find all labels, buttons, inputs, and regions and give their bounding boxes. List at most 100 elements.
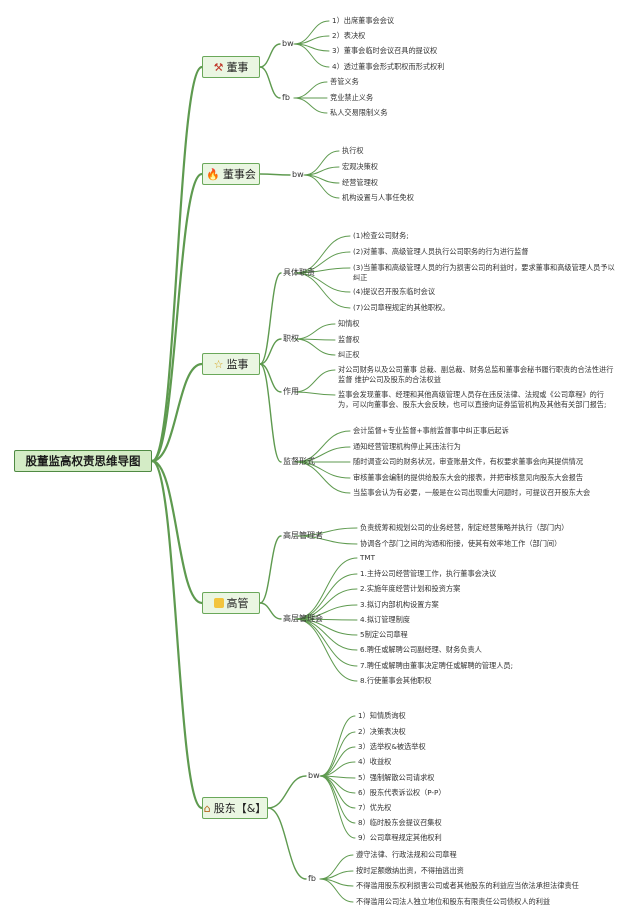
gaoguan-gaocenghui-item: 2.实施年度经营计划和投资方案 xyxy=(360,584,461,593)
gaoguan-gaoceng-label: 高层管理者 xyxy=(283,531,323,540)
node-dongshi: ⚒ 董事 xyxy=(202,56,260,78)
sun-icon xyxy=(213,598,224,608)
gaoguan-gaocenghui-item: 7.聘任或解聘由董事决定聘任或解聘的管理人员; xyxy=(360,661,514,670)
dongshi-fb-item: 竞业禁止义务 xyxy=(330,93,374,102)
connector-line xyxy=(294,369,336,393)
jianshi-zhize-item: (2)对董事、高级管理人员执行公司职务的行为进行监督 xyxy=(353,247,529,256)
node-dongshihui-label: 董事会 xyxy=(222,168,256,181)
connector-line xyxy=(294,618,358,667)
connector-line xyxy=(293,81,328,99)
dongshihui-bw-item: 经营管理权 xyxy=(342,178,378,187)
connector-line xyxy=(294,461,351,494)
gaoguan-gaocenghui-item: 4.拟订管理制度 xyxy=(360,615,410,624)
gudong-bw-item: 6）股东代表诉讼权（P-P） xyxy=(358,788,446,797)
gaoguan-gaocenghui-item: 3.拟订内部机构设置方案 xyxy=(360,600,439,609)
gaoguan-gaoceng-item: 负责统筹和规划公司的业务经营，制定经营策略并执行（部门内） xyxy=(360,523,569,532)
node-gaoguan: 高管 xyxy=(202,592,260,614)
gudong-bw-item: 2）决策表决权 xyxy=(358,727,406,736)
connector-line xyxy=(267,807,307,880)
jianshi-jiandu-label: 监督形式 xyxy=(283,457,315,466)
connector-line xyxy=(319,775,356,839)
connector-line xyxy=(319,878,354,903)
gudong-bw-item: 8）临时股东会提议召集权 xyxy=(358,818,442,827)
jianshi-zuoyong-item: 监事会发现董事、经理和其他高级管理人员存在违反法律、法规或《公司章程》的行为，可… xyxy=(338,390,607,409)
gaoguan-gaocenghui-item: 6.聘任或解聘公司副经理、财务负责人 xyxy=(360,645,482,654)
dongshi-bw-item: 4）透过董事会形式职权而形式权利 xyxy=(332,62,445,71)
connector-line xyxy=(294,557,358,620)
connector-line xyxy=(259,66,281,99)
node-gudong-label: 股东【&】 xyxy=(213,802,267,815)
gudong-bw-label: bw xyxy=(308,771,320,780)
connector-line xyxy=(294,573,358,620)
jianshi-zuoyong-label: 作用 xyxy=(283,387,299,396)
connector-line xyxy=(303,174,340,199)
gudong-bw-item: 5）强制解散公司请求权 xyxy=(358,773,435,782)
gudong-bw-item: 7）优先权 xyxy=(358,803,392,812)
gaoguan-gaocenghui-item: TMT xyxy=(360,553,375,562)
jianshi-zhiquan-item: 监督权 xyxy=(338,335,360,344)
connector-line xyxy=(259,338,282,365)
jianshi-jiandu-item: 当监事会认为有必要，一般是在公司出现重大问题时，可提议召开股东大会 xyxy=(353,488,591,497)
dongshi-bw-item: 3）董事会临时会议召具的提议权 xyxy=(332,46,438,55)
jianshi-jiandu-item: 随时调查公司的财务状况，审查账册文件，有权要求董事会向其提供情况 xyxy=(353,457,584,466)
jianshi-jiandu-item: 会计监督+专业监督+事前监督事中纠正事后起诉 xyxy=(353,426,509,435)
hammer-icon: ⚒ xyxy=(213,60,224,74)
gudong-bw-item: 3）选举权&被选举权 xyxy=(358,742,426,751)
dongshi-fb-item: 善管义务 xyxy=(330,77,359,86)
star-icon: ☆ xyxy=(213,357,224,371)
node-gaoguan-label: 高管 xyxy=(226,597,249,610)
node-jianshi-label: 监事 xyxy=(226,358,249,371)
connector-line xyxy=(319,775,356,824)
dongshihui-bw-item: 机构设置与人事任免权 xyxy=(342,193,414,202)
jianshi-jiandu-item: 审核董事会编制的提供给股东大会的报表，并把审核意见向股东大会报告 xyxy=(353,473,584,482)
gudong-fb-item: 不得滥用公司法人独立地位和股东有限责任公司债权人的利益 xyxy=(356,897,551,906)
gudong-bw-item: 9）公司章程规定其他权利 xyxy=(358,833,442,842)
dongshihui-bw-item: 执行权 xyxy=(342,146,364,155)
connector-line xyxy=(319,746,356,777)
connector-line xyxy=(293,43,330,68)
node-gudong: ⌂ 股东【&】 xyxy=(202,797,268,819)
gudong-fb-item: 不得滥用股东权利损害公司或者其他股东的利益应当依法承担法律责任 xyxy=(356,881,579,890)
jianshi-zhiquan-item: 知情权 xyxy=(338,319,360,328)
root-title: 股董监高权责思维导图 xyxy=(25,454,141,468)
jianshi-jiandu-item: 通知经营管理机构停止其违法行为 xyxy=(353,442,461,451)
dongshihui-bw-label: bw xyxy=(292,170,304,179)
gaoguan-gaocenghui-item: 1.主持公司经营管理工作，执行董事会决议 xyxy=(360,569,497,578)
jianshi-zhiquan-label: 职权 xyxy=(283,334,299,343)
dongshi-fb-item: 私人交易限制义务 xyxy=(330,108,388,117)
connector-line xyxy=(293,20,330,45)
connector-line xyxy=(150,362,204,463)
gaoguan-gaocenghui-item: 5制定公司章程 xyxy=(360,630,408,639)
dongshi-bw-item: 2）表决权 xyxy=(332,31,366,40)
dongshi-bw-item: 1）出席董事会会议 xyxy=(332,16,395,25)
connector-line xyxy=(150,65,204,463)
gaoguan-gaocenghui-item: 8.行使董事会其他职权 xyxy=(360,676,432,685)
connector-line xyxy=(259,363,282,463)
jianshi-zhize-label: 具体职责 xyxy=(283,268,315,277)
gudong-fb-item: 按时足额缴纳出资，不得抽逃出资 xyxy=(356,866,464,875)
jianshi-zhize-item: (7)公司章程规定的其他职权。 xyxy=(353,303,450,312)
connector-line xyxy=(294,535,358,545)
gudong-fb-label: fb xyxy=(308,874,316,883)
gaoguan-gaoceng-item: 协调各个部门之间的沟通和衔接，使其有效率地工作（部门间） xyxy=(360,539,562,548)
root-node: 股董监高权责思维导图 xyxy=(14,450,152,472)
gudong-bw-item: 1）知情质询权 xyxy=(358,711,406,720)
connector-line xyxy=(293,97,328,114)
jianshi-zhize-item: (1)检查公司财务; xyxy=(353,231,409,240)
dongshihui-bw-item: 宏观决策权 xyxy=(342,162,378,171)
connector-line xyxy=(259,602,282,620)
dongshi-fb-label: fb xyxy=(282,93,290,102)
gaoguan-gaocenghui-label: 高层管理会 xyxy=(283,614,323,623)
connector-line xyxy=(294,272,351,309)
dongshi-bw-label: bw xyxy=(282,39,294,48)
connector-line xyxy=(259,535,282,604)
connector-line xyxy=(267,775,307,809)
connector-line xyxy=(259,43,281,68)
connector-line xyxy=(294,391,336,396)
gudong-fb-item: 遵守法律、行政法规和公司章程 xyxy=(356,850,457,859)
connector-line xyxy=(259,173,291,176)
jianshi-zuoyong-item: 对公司财务以及公司董事 总裁、副总裁、财务总监和董事会秘书履行职责的合法性进行监… xyxy=(338,365,614,384)
connector-line xyxy=(319,731,356,777)
connector-line xyxy=(150,172,204,463)
